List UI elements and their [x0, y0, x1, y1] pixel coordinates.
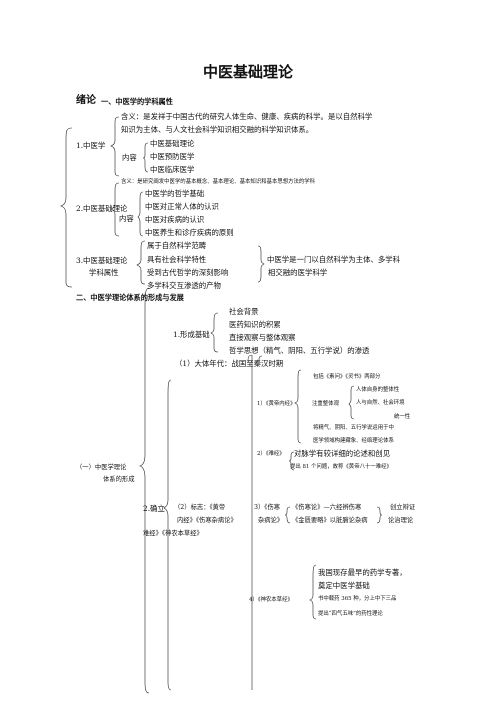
marker-line2: 内经》《伤寒杂病论》 [177, 517, 237, 524]
item1-meaning-line2: 知识为主体、与人文社会科学知识相交融的科学知识体系。 [121, 125, 314, 134]
item1-meaning-line1: 含义：是发祥于中国古代的研究人体生命、健康、疾病的科学。是以自然科学 [121, 112, 373, 121]
shanghan-theory-line2: 论治理论 [388, 517, 414, 524]
shanghan-books-line2: 《金匮要略》以脏腑论杂病 [292, 517, 368, 524]
item1-content-2: 中医临床医学 [150, 165, 195, 174]
nanjing-line1: 对脉学有较详细的论述和创见 [294, 449, 391, 458]
part1-label-line2: 体系的形成 [103, 476, 135, 483]
part1-label-line1: （一）中医学理论 [76, 464, 127, 471]
formation-item-3: 哲学思想（精气、阴阳、五行学说）的渗透 [229, 346, 370, 355]
intro-label: 绪论 [76, 95, 96, 106]
neijing-whole-label: 注重整体观 [312, 401, 339, 407]
item1-content-label: 内容 [122, 153, 137, 162]
item3-point-2: 受到古代哲学的深刻影响 [147, 268, 229, 277]
shanghan-label-line2: 杂病论》 [258, 517, 284, 524]
neijing-whole-2: 统一性 [394, 414, 411, 420]
item3-conclusion-line2: 相交融的医学科学 [268, 268, 328, 277]
neijing-includes: 包括《素问》《灵书》两部分 [313, 374, 381, 380]
shennong-label: 4）《神农本草经》 [249, 597, 293, 603]
item3-conclusion-line1: 中医学是一门以自然科学为主体、多学科 [267, 255, 401, 264]
item3-point-3: 多学科交互渗透的产物 [147, 281, 221, 290]
item3-label-line1: 3.中医基础理论 [76, 256, 128, 265]
page-title: 中医基础理论 [203, 63, 294, 81]
formation-label: 1.形成基础 [173, 330, 210, 339]
shennong-line4: 提出“四气五味”的药性理论 [318, 611, 383, 617]
item1-label: 1.中医学 [76, 141, 106, 150]
neijing-label: 1）《黄帝内经》 [257, 401, 296, 407]
item3-point-0: 属于自然科学范畴 [147, 241, 207, 250]
shennong-line2: 奠定中医学基础 [318, 581, 370, 590]
shanghan-books-line1: 《伤寒论》—六经辨伤寒 [292, 504, 362, 511]
item2-content-0: 中医学的哲学基础 [145, 189, 205, 198]
marker-line3: 难经》《神农本草经》 [143, 530, 203, 537]
item2-content-2: 中医对疾病的认识 [145, 215, 205, 224]
neijing-whole-1: 人与自然、社会环境 [356, 400, 405, 406]
item2-label: 2.中医基础理论 [76, 204, 128, 213]
nanjing-label: 2）《难经》 [257, 451, 285, 457]
item2-content-label: 内容 [119, 214, 134, 223]
item3-point-1: 具有社会科学特性 [147, 255, 207, 264]
formation-item-2: 直接观察与整体观察 [229, 333, 296, 342]
era-text: （1）大体年代：战国至秦汉时期 [175, 359, 284, 368]
section2-heading: 二、中医学理论体系的形成与发展 [76, 293, 184, 302]
shennong-line1: 我国现存最早的药学专著， [318, 568, 407, 577]
neijing-line-a: 将精气、阴阳、五行学说运用于中 [313, 425, 394, 431]
shennong-line3: 书中载药 365 种，分上中下三品 [318, 596, 397, 602]
establish-label: 2.确立 [143, 504, 165, 513]
shanghan-label-line1: 3）《伤寒 [254, 504, 281, 511]
item3-label-line2: 学科属性 [89, 268, 119, 277]
nanjing-line2: 提出 81 个问题，故称《黄帝八十一难经》 [290, 464, 392, 470]
formation-item-0: 社会背景 [229, 307, 259, 316]
neijing-whole-0: 人体自身的整体性 [356, 387, 400, 393]
shanghan-theory-line1: 创立辩证 [390, 504, 416, 511]
marker-line1: （2）标志：《黄帝 [174, 504, 226, 511]
neijing-line-b: 医学领域构建藏象、经络理论体系 [313, 438, 394, 444]
item1-content-0: 中医基础理论 [150, 139, 195, 148]
item1-content-1: 中医预防医学 [150, 152, 195, 161]
item2-content-1: 中医对正常人体的认识 [145, 202, 219, 211]
item2-meaning: 含义：是研究阐发中医学的基本概念、基本理论、基本知识和基本思想方法的学科 [121, 179, 316, 185]
section1-heading: 一、中医学的学科属性 [101, 97, 173, 106]
item2-content-3: 中医养生和诊疗疾病的原则 [145, 228, 234, 237]
formation-item-1: 医药知识的积累 [229, 320, 281, 329]
